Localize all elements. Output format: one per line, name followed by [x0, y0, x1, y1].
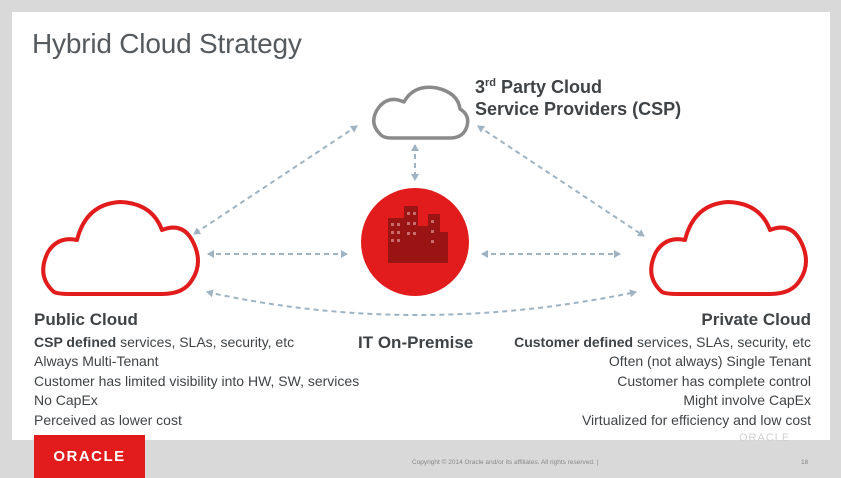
private-cloud-line: Might involve CapEx [683, 392, 811, 409]
csp-label: 3rd Party Cloud Service Providers (CSP) [475, 72, 681, 120]
arrow-csp-to-public [193, 125, 358, 235]
csp-cloud-icon [372, 85, 470, 140]
public-cloud-line: Customer has limited visibility into HW,… [34, 372, 360, 389]
on-premise-icon [361, 188, 469, 296]
private-cloud-heading: Private Cloud [701, 310, 811, 329]
page-number: 18 [801, 459, 809, 466]
private-cloud-panel: Private Cloud Customer defined services,… [514, 310, 811, 431]
public-cloud-line: Perceived as lower cost [34, 411, 182, 428]
csp-label-ordinal: 3 [475, 77, 486, 97]
hybrid-diagram [41, 85, 808, 316]
oracle-logo: ORACLE [34, 435, 145, 478]
private-cloud-line: Customer has complete control [617, 372, 811, 389]
csp-label-sup: rd [485, 77, 497, 89]
slide-title: Hybrid Cloud Strategy [32, 28, 302, 59]
public-cloud-icon [41, 200, 200, 296]
public-cloud-line: No CapEx [34, 392, 98, 409]
private-cloud-line: Often (not always) Single Tenant [608, 353, 811, 370]
public-cloud-panel: Public Cloud CSP defined services, SLAs,… [34, 310, 359, 431]
oracle-logo-text: ORACLE [53, 448, 126, 465]
public-cloud-line: Always Multi-Tenant [34, 353, 159, 370]
slide: Hybrid Cloud Strategy 3rd Party Cloud Se… [12, 12, 830, 444]
faint-brand-mark: ORACLE [739, 432, 791, 444]
copyright-text: Copyright © 2014 Oracle and/or its affil… [412, 459, 599, 466]
csp-label-line2: Service Providers (CSP) [475, 99, 682, 119]
csp-label-line1: Party Cloud [496, 77, 603, 97]
arrow-public-to-private [206, 289, 637, 316]
private-cloud-line: Customer defined services, SLAs, securit… [514, 333, 811, 350]
arrow-csp-to-private [477, 125, 645, 237]
public-cloud-line: CSP defined services, SLAs, security, et… [34, 333, 295, 350]
private-cloud-line: Virtualized for efficiency and low cost [581, 411, 811, 428]
on-premise-label: IT On-Premise [358, 333, 474, 352]
private-cloud-icon [649, 200, 808, 296]
building-icon [388, 206, 448, 263]
public-cloud-heading: Public Cloud [34, 310, 138, 329]
